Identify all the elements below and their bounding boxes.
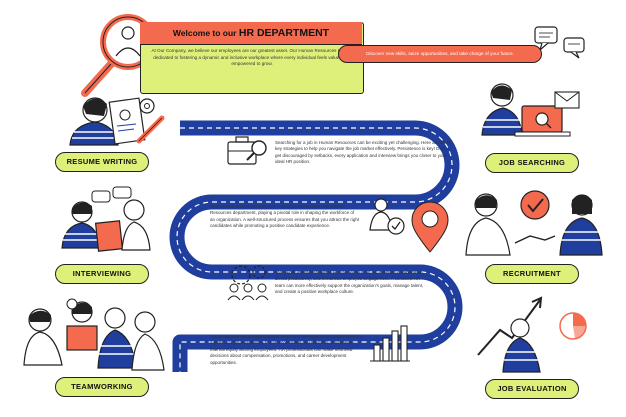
- title-prefix: Welcome to our: [172, 28, 239, 38]
- paragraph-teamworking: Teamwork is essential within Human Resou…: [275, 270, 424, 295]
- chat-bubbles-icon: [534, 26, 585, 59]
- person-check-card-icon: [369, 198, 405, 235]
- location-pin-icon: [411, 201, 449, 253]
- recruitment-illustration: [465, 190, 603, 256]
- lightbulb-icon: [66, 298, 78, 310]
- header-intro: At Our Company, we believe our employees…: [151, 48, 353, 67]
- tagline-banner: Discover new skills, seize opportunities…: [338, 45, 542, 63]
- step-label-resume-writing: RESUME WRITING: [55, 152, 149, 172]
- person-check-icon: [520, 190, 550, 220]
- paragraph-recruitment: Recruitment and interviewing are critica…: [210, 204, 360, 229]
- step-label-recruitment: RECRUITMENT: [485, 264, 579, 284]
- step-label-interviewing: INTERVIEWING: [55, 264, 149, 284]
- teamworking-illustration: [23, 298, 165, 371]
- team-gears-icon: [227, 265, 269, 301]
- job-evaluation-illustration: [477, 296, 587, 373]
- step-label-teamworking: TEAMWORKING: [55, 377, 149, 397]
- title-main: HR DEPARTMENT: [238, 27, 330, 39]
- interviewing-illustration: [61, 186, 151, 252]
- step-label-job-searching: JOB SEARCHING: [485, 153, 579, 173]
- bar-chart-icon: [370, 325, 410, 362]
- resume-writing-illustration: [69, 97, 165, 146]
- briefcase-magnifier-icon: [227, 136, 267, 165]
- job-searching-illustration: [481, 83, 580, 137]
- step-label-job-evaluation: JOB EVALUATION: [485, 379, 579, 399]
- paragraph-job-evaluation: Job evaluation helps organizations deter…: [210, 334, 363, 365]
- paragraph-job-searching: Searching for a job in Human Resources c…: [275, 140, 451, 165]
- page-title: Welcome to our HR DEPARTMENT: [140, 22, 362, 45]
